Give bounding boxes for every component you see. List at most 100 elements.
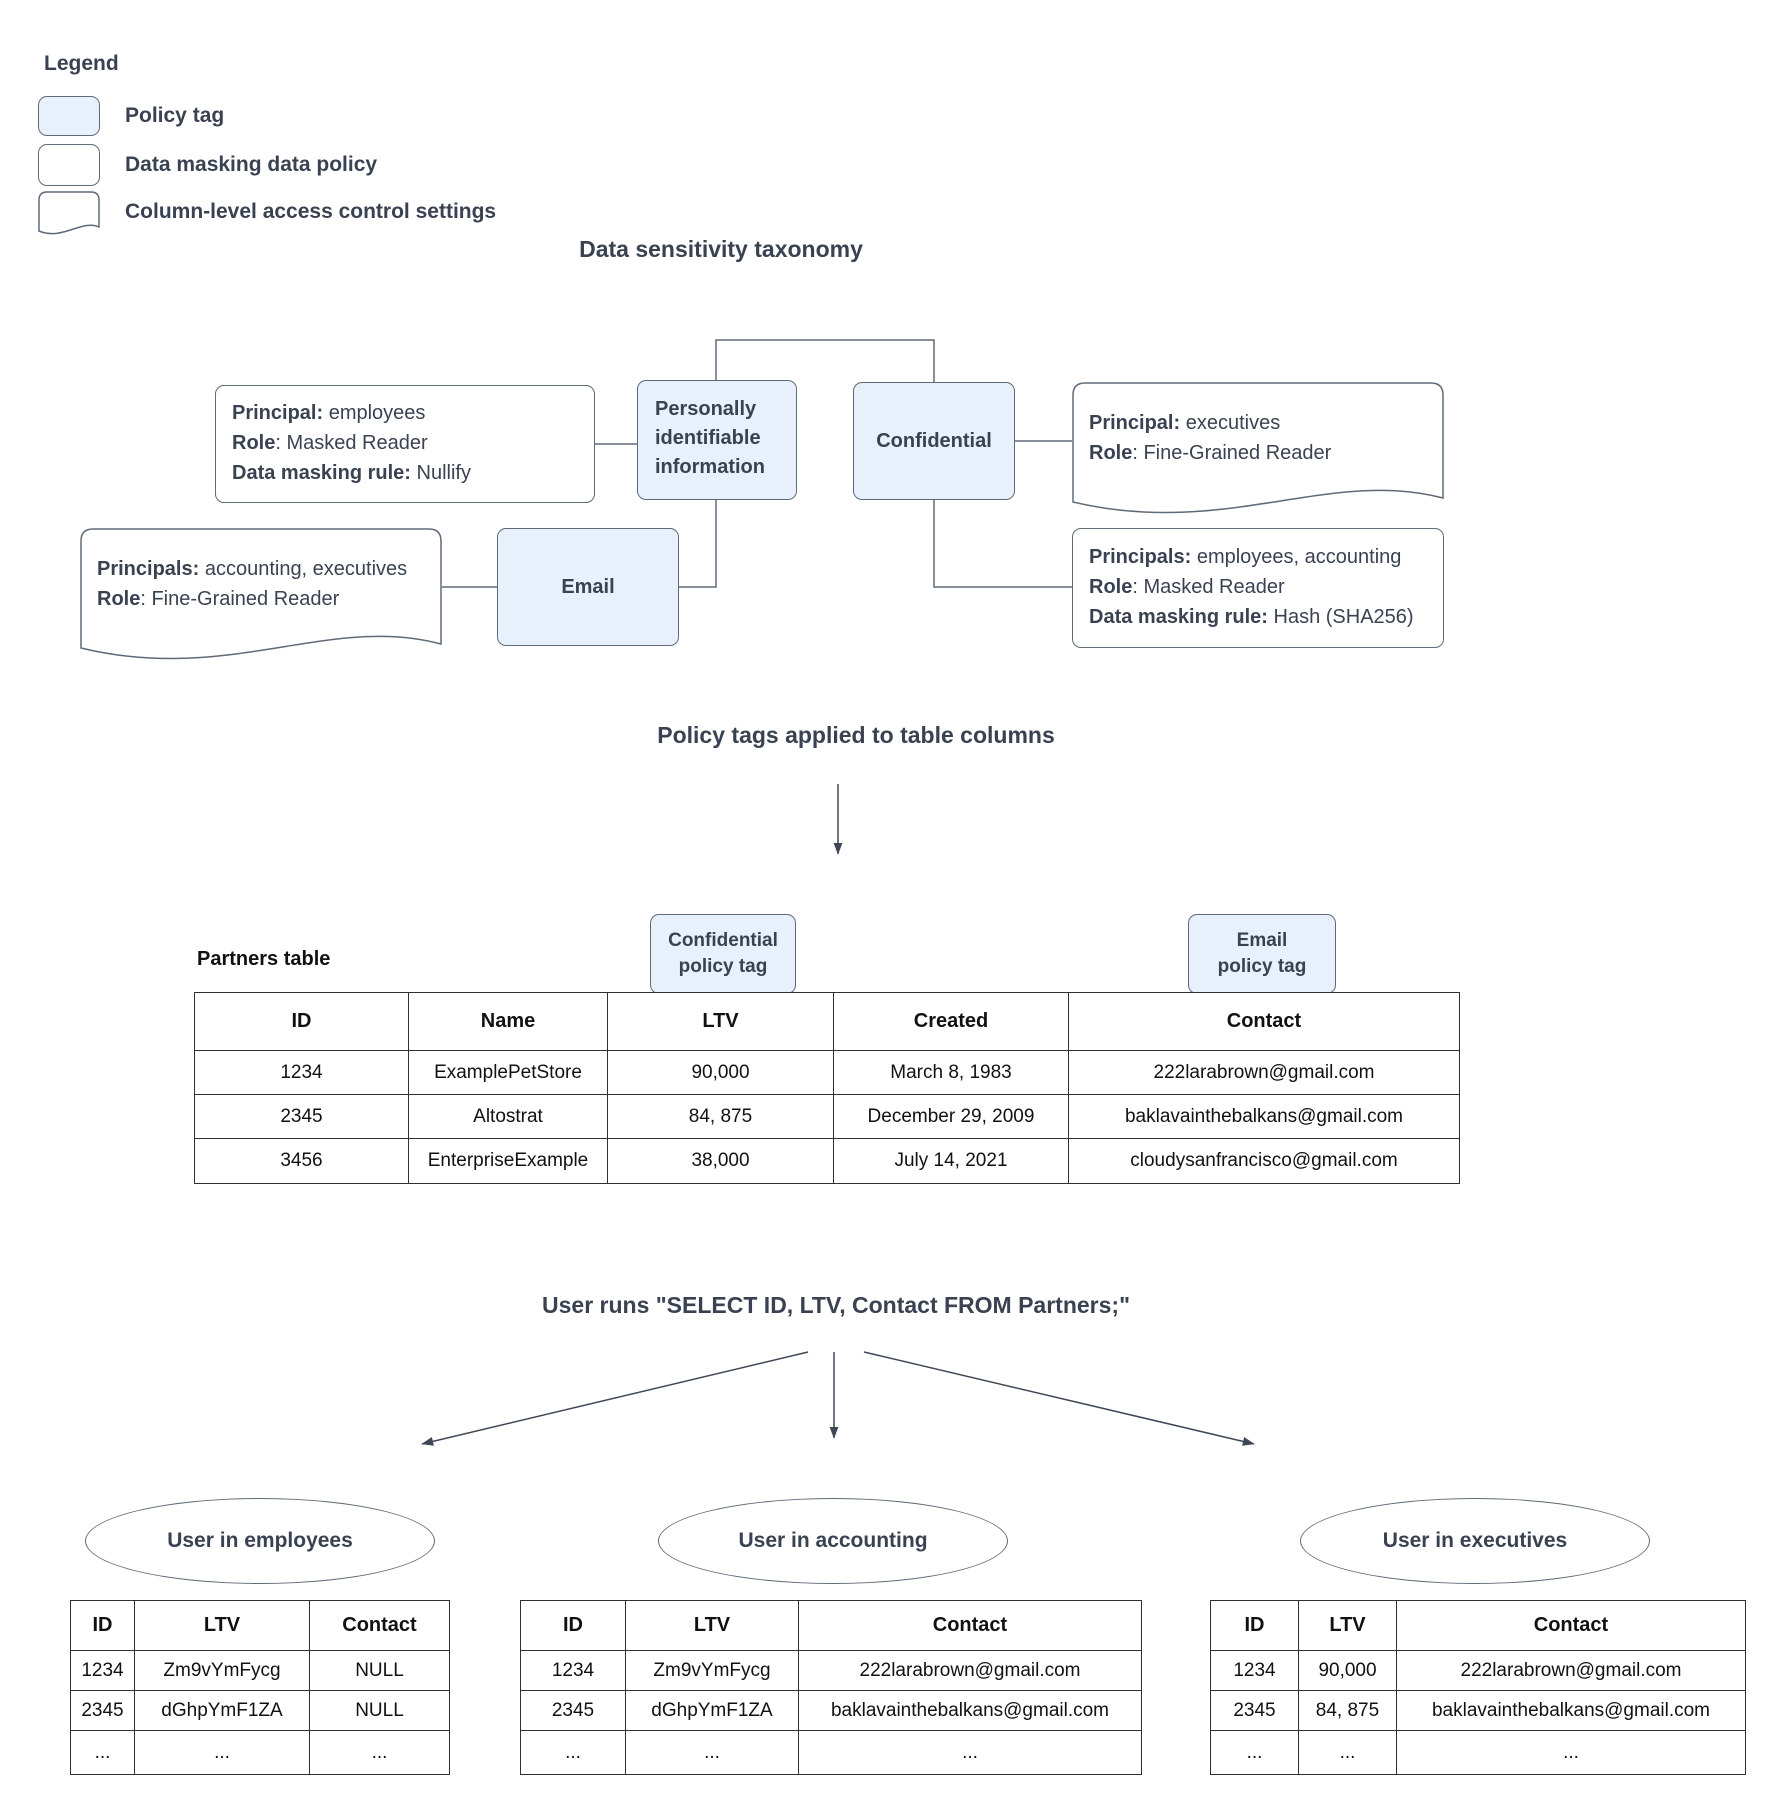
table-header-row: ID LTV Contact <box>70 1600 450 1651</box>
legend-swatch-data-policy <box>38 144 100 186</box>
partners-table-label: Partners table <box>197 948 331 970</box>
policy-line-key: Data masking rule: <box>232 462 411 484</box>
wavy-shape <box>1072 382 1444 514</box>
policy-tag-label: Email <box>561 575 615 598</box>
policy-line-value: : Fine-Grained Reader <box>1132 442 1332 464</box>
table-cell: 2345 <box>70 1690 135 1731</box>
column-header: LTV <box>607 992 834 1051</box>
legend-label: Column-level access control settings <box>125 200 497 223</box>
table-cell: 1234 <box>520 1650 626 1691</box>
table-cell: dGhpYmF1ZA <box>134 1690 310 1731</box>
table-cell: 1234 <box>70 1650 135 1691</box>
callout-line: Confidential <box>668 930 778 951</box>
policy-line-key: Principals: <box>1089 546 1192 568</box>
table-cell: Zm9vYmFycg <box>134 1650 310 1691</box>
table-cell: dGhpYmF1ZA <box>625 1690 799 1731</box>
user-group-label: User in accounting <box>738 1529 928 1552</box>
column-header: Contact <box>309 1600 450 1651</box>
policy-line: Data masking rule: Nullify <box>232 458 578 488</box>
policy-line: Role: Fine-Grained Reader <box>97 584 407 614</box>
column-header: LTV <box>134 1600 310 1651</box>
table-cell: 222larabrown@gmail.com <box>1396 1650 1746 1691</box>
policy-line: Role: Masked Reader <box>232 428 578 458</box>
email-policy-tag-callout: Email policy tag <box>1188 914 1336 994</box>
policy-line-value: accounting, executives <box>199 558 408 580</box>
table-row: 1234 90,000 222larabrown@gmail.com <box>1210 1650 1746 1691</box>
data-policy-box-nullify: Principal: employees Role: Masked Reader… <box>215 385 595 503</box>
table-cell: 2345 <box>520 1690 626 1731</box>
table-row: 3456 EnterpriseExample 38,000 July 14, 2… <box>194 1138 1460 1184</box>
policy-line: Principals: accounting, executives <box>97 554 407 584</box>
fan-arrow-left <box>421 1351 809 1446</box>
table-cell: 90,000 <box>1298 1650 1397 1691</box>
legend-label: Data masking data policy <box>125 153 378 176</box>
query-title: User runs "SELECT ID, LTV, Contact FROM … <box>542 1292 1130 1318</box>
connector-bracket <box>715 339 935 383</box>
table-cell: NULL <box>309 1690 450 1731</box>
policy-line-key: Role <box>1089 442 1133 464</box>
table-cell: cloudysanfrancisco@gmail.com <box>1068 1138 1460 1184</box>
connector-elbow <box>933 500 1072 588</box>
table-header-row: ID LTV Contact <box>520 1600 1142 1651</box>
table-cell: ... <box>520 1730 626 1775</box>
table-row: 1234 Zm9vYmFycg NULL <box>70 1650 450 1691</box>
table-cell: ... <box>70 1730 135 1775</box>
column-header: Contact <box>1068 992 1460 1051</box>
column-header: Contact <box>798 1600 1142 1651</box>
result-table-accounting: ID LTV Contact 1234 Zm9vYmFycg 222larabr… <box>520 1600 1142 1775</box>
policy-line-value: employees, accounting <box>1191 546 1402 568</box>
table-cell: 2345 <box>1210 1690 1299 1731</box>
table-row: 1234 Zm9vYmFycg 222larabrown@gmail.com <box>520 1650 1142 1691</box>
column-header: Name <box>408 992 608 1051</box>
policy-line-key: Role <box>97 588 141 610</box>
table-row: ... ... ... <box>1210 1730 1746 1775</box>
callout-line: policy tag <box>678 956 768 977</box>
table-cell: 38,000 <box>607 1138 834 1184</box>
policy-line: Role: Masked Reader <box>1089 572 1427 602</box>
policy-line: Data masking rule: Hash (SHA256) <box>1089 602 1427 632</box>
confidential-policy-tag-callout: Confidential policy tag <box>650 914 796 994</box>
column-header: ID <box>520 1600 626 1651</box>
applied-section-title: Policy tags applied to table columns <box>657 722 1055 748</box>
access-control-text: Principal: executives Role: Fine-Grained… <box>1089 408 1331 468</box>
column-header: LTV <box>1298 1600 1397 1651</box>
table-row: 2345 dGhpYmF1ZA baklavainthebalkans@gmai… <box>520 1690 1142 1731</box>
policy-line-key: Data masking rule: <box>1089 606 1268 628</box>
table-cell: ... <box>1298 1730 1397 1775</box>
table-cell: Zm9vYmFycg <box>625 1650 799 1691</box>
table-row: 2345 Altostrat 84, 875 December 29, 2009… <box>194 1094 1460 1139</box>
table-header-row: ID Name LTV Created Contact <box>194 992 1460 1051</box>
policy-line-value: : Masked Reader <box>1132 576 1285 598</box>
column-header: LTV <box>625 1600 799 1651</box>
callout-line: policy tag <box>1217 956 1307 977</box>
table-row: ... ... ... <box>520 1730 1142 1775</box>
table-row: 2345 dGhpYmF1ZA NULL <box>70 1690 450 1731</box>
column-header: ID <box>194 992 409 1051</box>
user-group-label: User in executives <box>1382 1529 1568 1552</box>
policy-tag-email: Email <box>497 528 679 646</box>
table-cell: 84, 875 <box>1298 1690 1397 1731</box>
legend-swatch-access-control <box>38 191 100 235</box>
table-cell: ... <box>1210 1730 1299 1775</box>
callout-line: Email <box>1236 930 1288 951</box>
policy-line: Principal: employees <box>232 398 578 428</box>
policy-tag-pii: Personally identifiable information <box>637 380 797 500</box>
table-cell: EnterpriseExample <box>408 1138 608 1184</box>
table-row: 2345 84, 875 baklavainthebalkans@gmail.c… <box>1210 1690 1746 1731</box>
legend-swatch-policy-tag <box>38 96 100 136</box>
result-table-employees: ID LTV Contact 1234 Zm9vYmFycg NULL 2345… <box>70 1600 450 1775</box>
taxonomy-title: Data sensitivity taxonomy <box>579 236 863 262</box>
callout-text: Email policy tag <box>1218 928 1307 980</box>
table-cell: March 8, 1983 <box>833 1050 1069 1095</box>
policy-line-value: executives <box>1180 412 1281 434</box>
table-cell: ... <box>625 1730 799 1775</box>
table-cell: baklavainthebalkans@gmail.com <box>1396 1690 1746 1731</box>
data-policy-box-hash: Principals: employees, accounting Role: … <box>1072 528 1444 648</box>
policy-line: Principal: executives <box>1089 408 1331 438</box>
policy-line-key: Principal: <box>1089 412 1181 434</box>
column-header: Created <box>833 992 1069 1051</box>
table-row: ... ... ... <box>70 1730 450 1775</box>
policy-line-key: Principal: <box>232 402 324 424</box>
wavy-shape <box>80 528 442 660</box>
